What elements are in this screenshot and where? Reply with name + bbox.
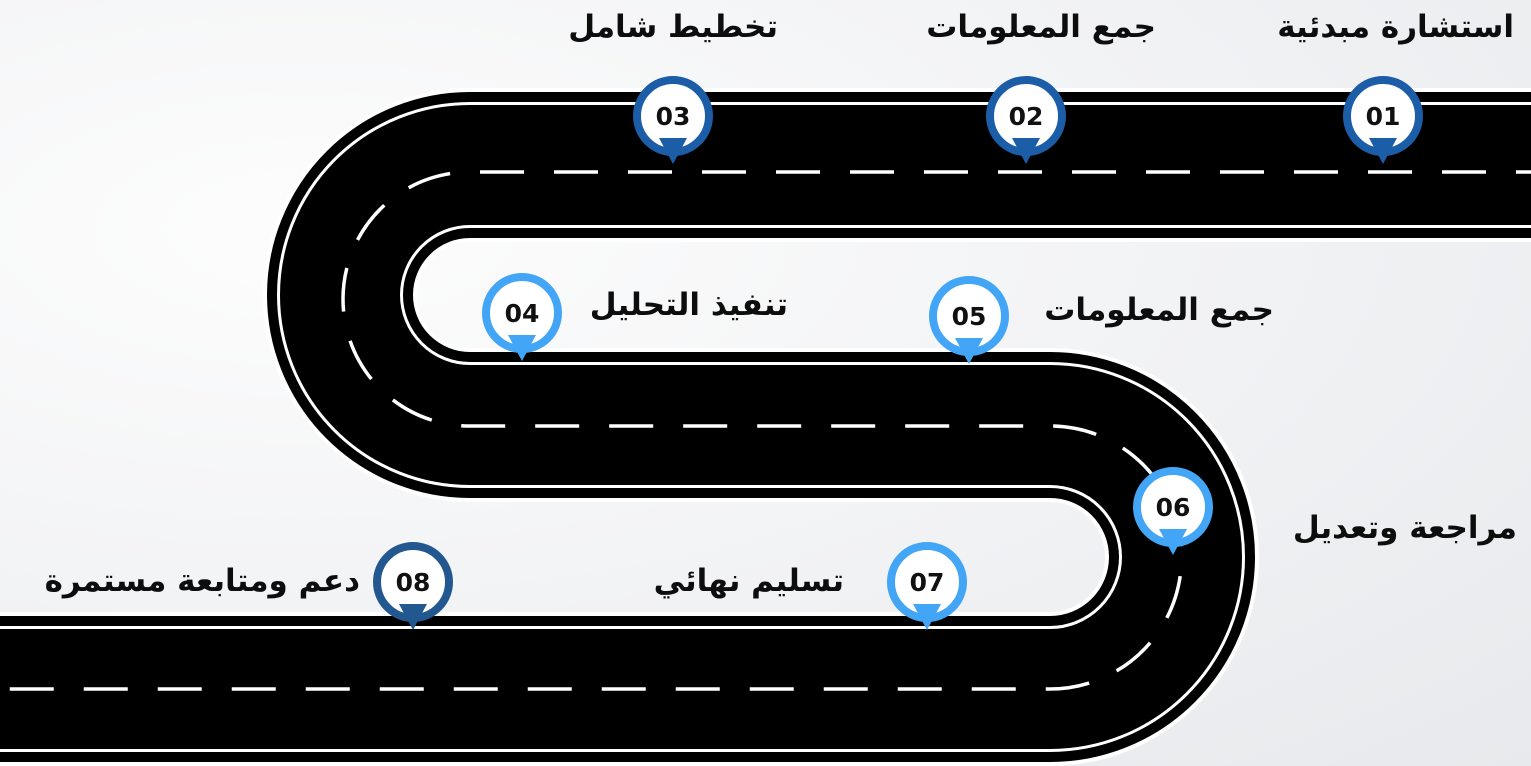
road-center-dashes [0, 170, 1531, 691]
step-number: 04 [504, 298, 540, 328]
step-marker-08: 08 [373, 542, 453, 642]
step-number: 08 [395, 567, 431, 597]
step-marker-03: 03 [633, 76, 713, 176]
step-number: 07 [909, 567, 945, 597]
step-label-7: تسليم نهائي [653, 563, 844, 599]
step-label-2: جمع المعلومات [926, 9, 1156, 45]
step-marker-04: 04 [482, 273, 562, 373]
step-number: 03 [655, 101, 691, 131]
step-marker-07: 07 [887, 542, 967, 642]
step-marker-02: 02 [986, 76, 1066, 176]
step-number: 05 [951, 301, 987, 331]
step-marker-05: 05 [929, 276, 1009, 376]
step-label-6: مراجعة وتعديل [1292, 510, 1517, 546]
step-number: 06 [1155, 492, 1191, 522]
step-marker-06: 06 [1133, 467, 1213, 567]
step-marker-01: 01 [1343, 76, 1423, 176]
step-number: 02 [1008, 101, 1044, 131]
step-label-3: تخطيط شامل [568, 9, 778, 45]
step-label-4: تنفيذ التحليل [589, 287, 788, 323]
step-number: 01 [1365, 101, 1401, 131]
step-label-8: دعم ومتابعة مستمرة [44, 563, 360, 599]
step-label-5: جمع المعلومات [1044, 292, 1274, 328]
step-label-1: استشارة مبدئية [1277, 9, 1514, 45]
